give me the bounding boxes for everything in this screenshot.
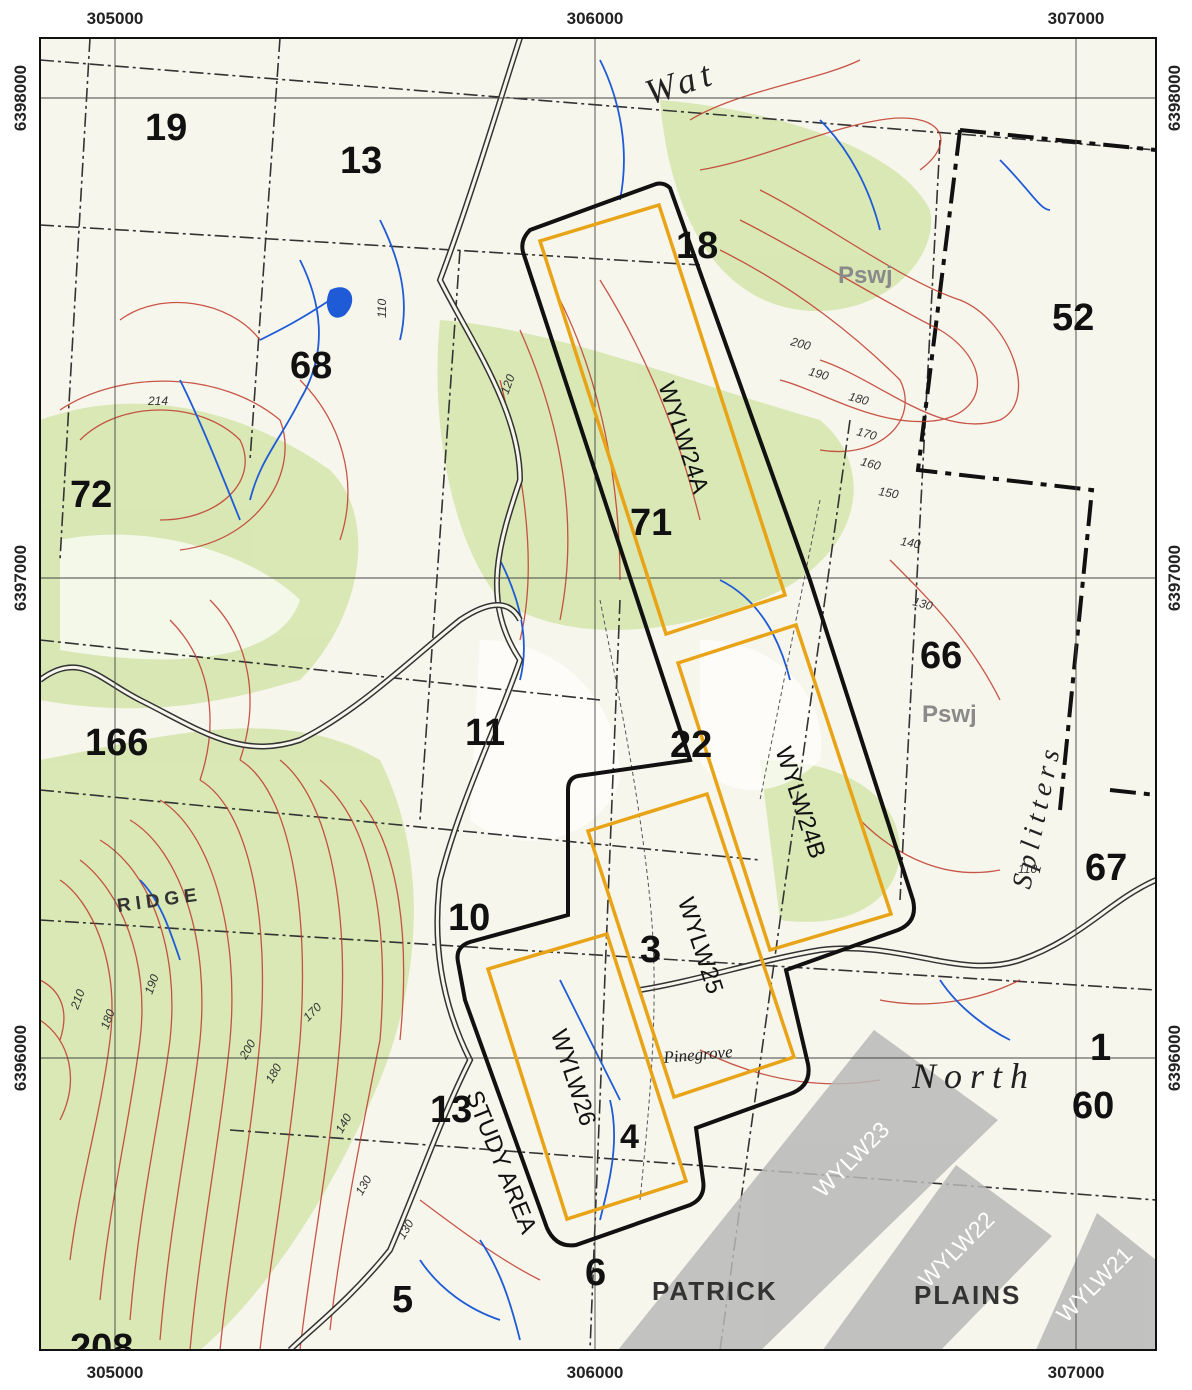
contour-value: 120: [498, 372, 518, 396]
contour-value: 190: [142, 972, 162, 996]
northing-left-6397000: 6397000: [11, 545, 30, 611]
lot-number: 18: [676, 225, 718, 267]
lot-number: 166: [85, 722, 148, 764]
geology-label-1: Pswj: [838, 262, 893, 289]
contour-value: 140: [899, 534, 921, 551]
lot-number: 68: [290, 345, 332, 387]
longwall-wylw25: [585, 791, 797, 1100]
contour-value: 180: [847, 389, 870, 408]
longwall-wylw26: [485, 931, 689, 1222]
contour-value: 160: [859, 454, 882, 473]
roads: [40, 38, 1156, 1350]
lot-number: 72: [70, 474, 112, 516]
lot-number: 66: [920, 635, 962, 677]
lot-number: 5: [392, 1279, 413, 1321]
lot-number: 71: [630, 502, 672, 544]
geology-label-2: Pswj: [922, 701, 977, 728]
lot-number: 208: [70, 1327, 133, 1369]
contour-value: 210: [67, 987, 87, 1012]
contour-value: 150: [877, 484, 899, 501]
lot-number: 3: [640, 929, 661, 971]
easting-top-305000: 305000: [87, 9, 144, 28]
lot-number: 10: [448, 897, 490, 939]
lot-number: 4: [620, 1118, 639, 1156]
lot-number: 13: [340, 140, 382, 182]
streams: [139, 59, 1051, 1341]
lot-number: 67: [1085, 847, 1127, 889]
longwall-wylw24a: [537, 202, 788, 637]
lot-number: 19: [145, 107, 187, 149]
contour-value: 110: [1018, 862, 1037, 876]
northing-left-6396000: 6396000: [11, 1025, 30, 1091]
northing-right-6396000: 6396000: [1165, 1025, 1184, 1091]
lot-number: 11: [465, 712, 505, 754]
contour-value: 180: [98, 1007, 118, 1031]
lot-number: 22: [670, 724, 712, 766]
map-body: WYLW24A WYLW24B WYLW25 WYLW26 STUDY AREA…: [40, 38, 1156, 1369]
lot-number: 52: [1052, 297, 1094, 339]
dam-water: [326, 287, 353, 318]
northing-right-6398000: 6398000: [1165, 65, 1184, 131]
label-plains: PLAINS: [914, 1280, 1021, 1310]
grid-lines: [40, 38, 1156, 1350]
lot-number: 6: [585, 1252, 606, 1294]
study-area-outline: [455, 181, 916, 1248]
label-north: North: [911, 1056, 1036, 1096]
contour-value: 170: [855, 424, 878, 443]
easting-top-307000: 307000: [1048, 9, 1105, 28]
easting-bottom-306000: 306000: [567, 1363, 624, 1382]
contour-value: 214: [147, 394, 168, 408]
contour-value: 200: [788, 334, 812, 353]
existing-workings: [618, 1030, 1156, 1350]
northing-right-6397000: 6397000: [1165, 545, 1184, 611]
longwall-panels: [485, 202, 894, 1222]
tracks: [599, 499, 821, 1201]
map-frame: [39, 37, 1157, 1351]
lot-number: 13: [430, 1089, 472, 1131]
label-patrick: PATRICK: [652, 1276, 778, 1306]
contour-value: 110: [375, 299, 389, 318]
easting-bottom-307000: 307000: [1048, 1363, 1105, 1382]
contour-value: 190: [807, 364, 830, 383]
northing-left-6398000: 6398000: [11, 65, 30, 131]
cadastral-boundaries: [40, 38, 1156, 1350]
easting-top-306000: 306000: [567, 9, 624, 28]
lot-number: 60: [1072, 1085, 1114, 1127]
contour-value: 130: [911, 594, 934, 613]
longwall-wylw24b: [675, 622, 894, 953]
lot-number: 1: [1090, 1027, 1111, 1069]
easting-bottom-305000: 305000: [87, 1363, 144, 1382]
